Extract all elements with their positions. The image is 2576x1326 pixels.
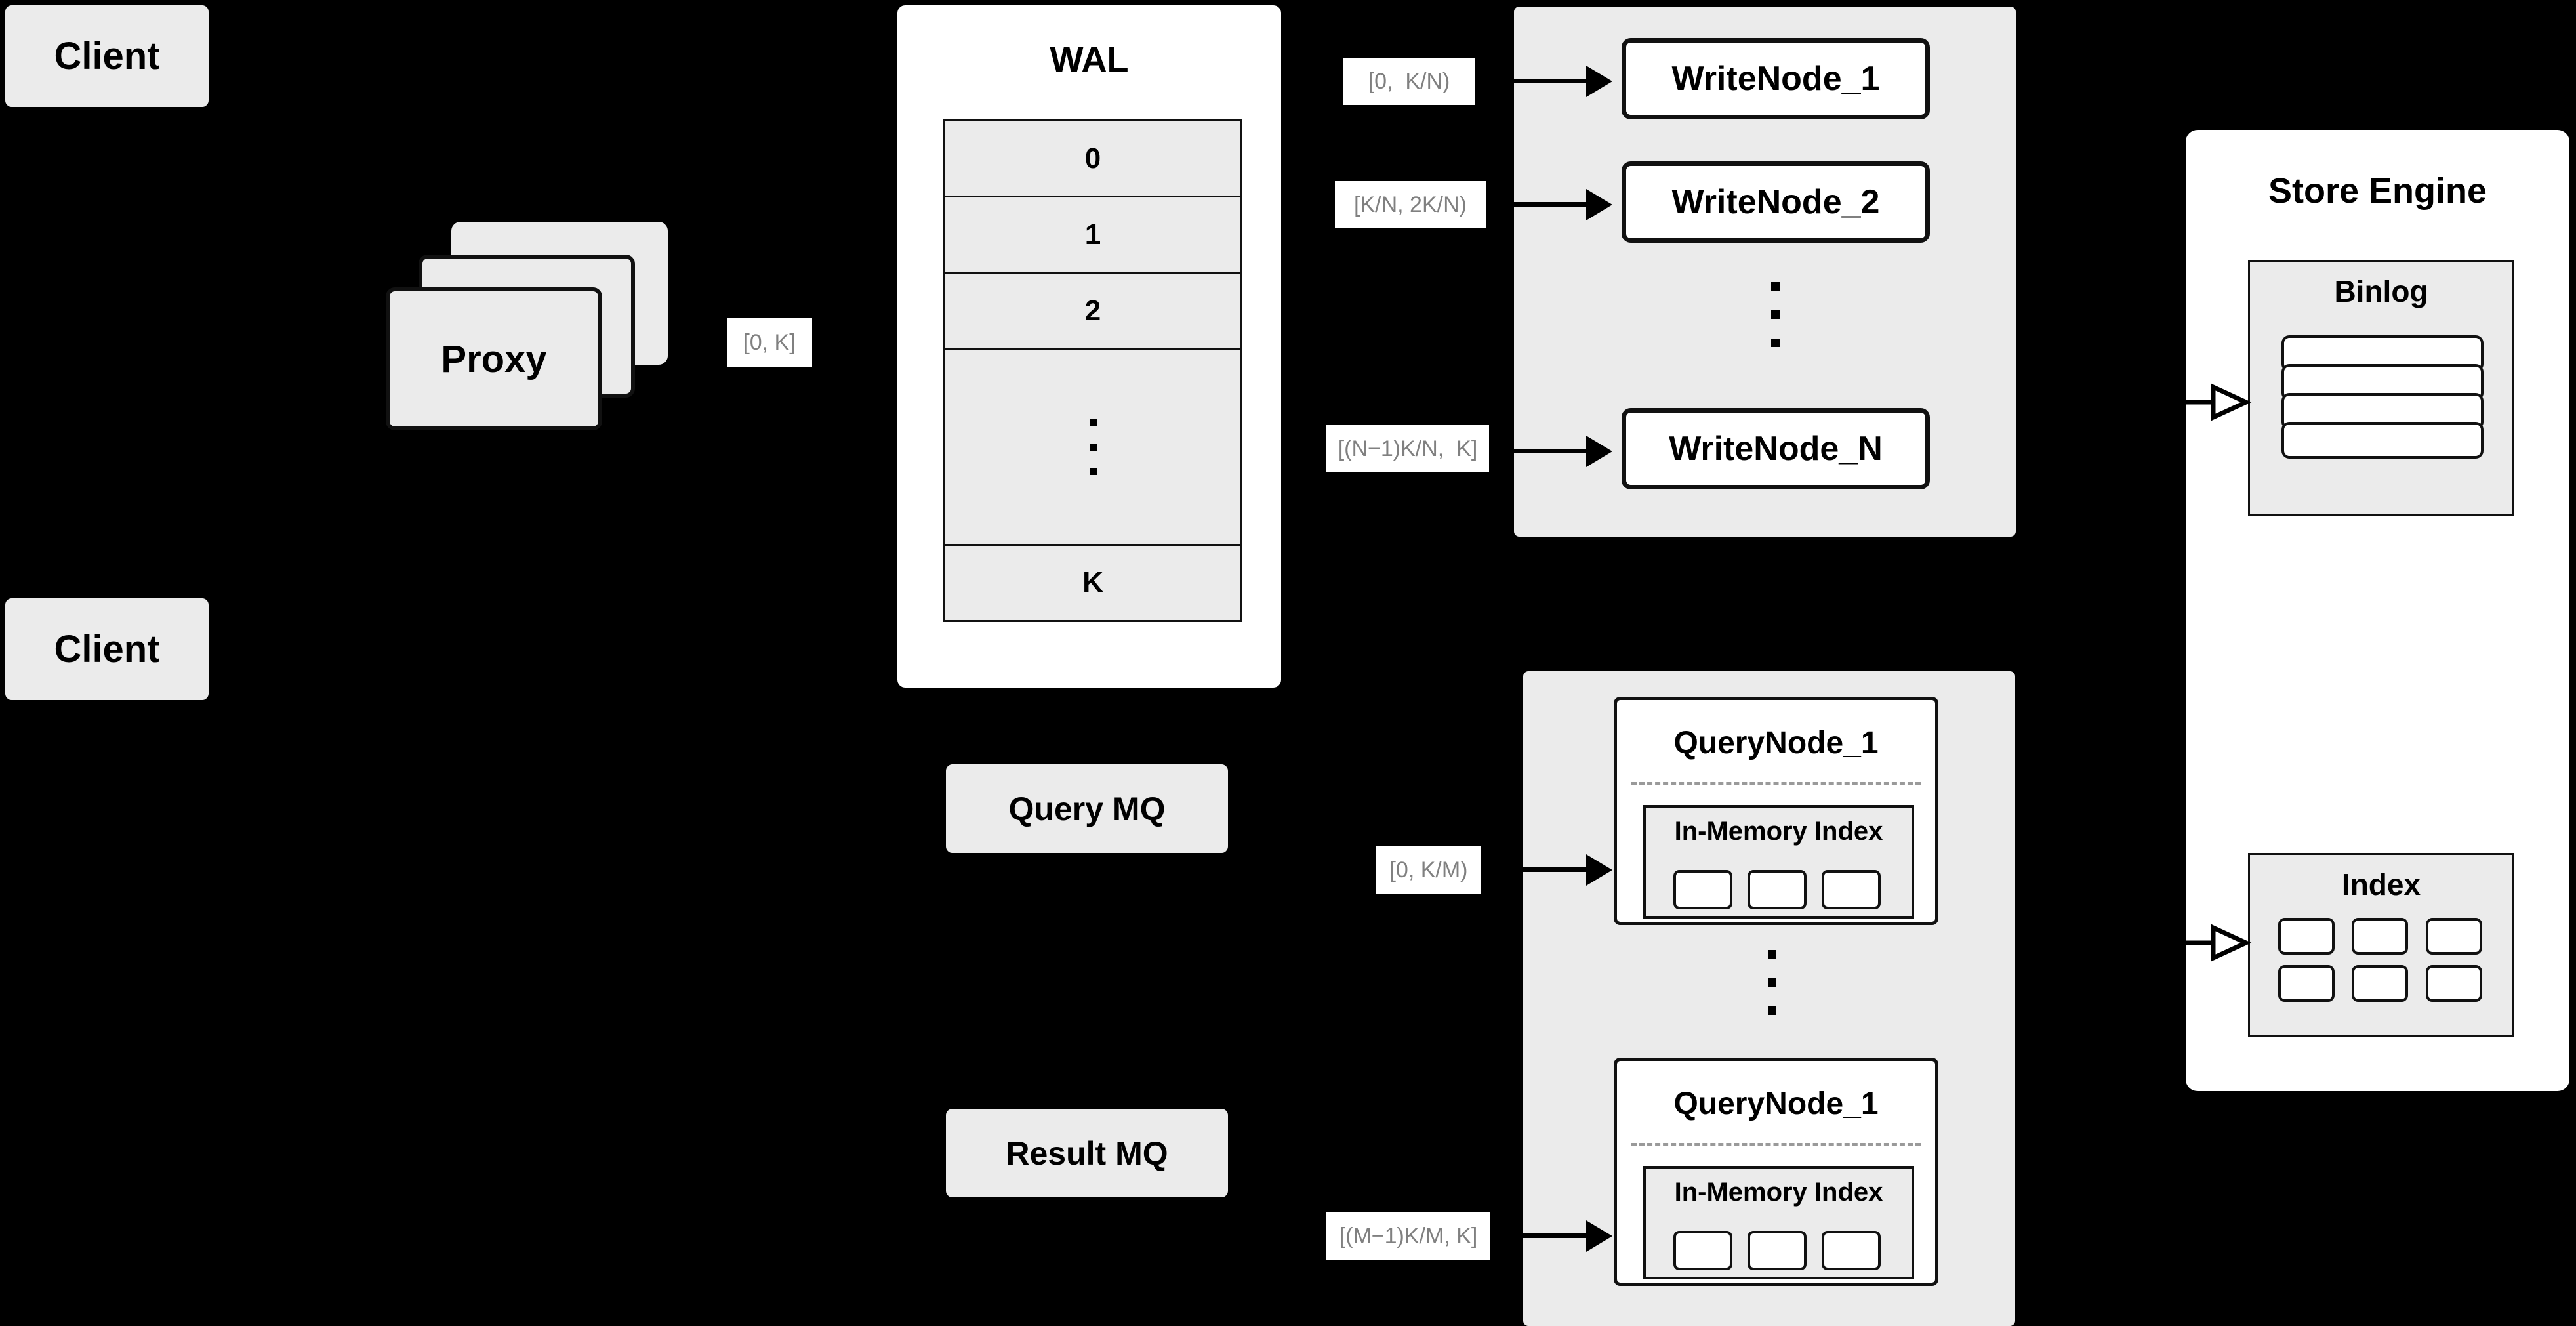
client-box-top[interactable]: Client (5, 5, 209, 107)
query-node-1-label: QueryNode_1 (1673, 726, 1879, 760)
write-node-n-label: WriteNode_N (1669, 430, 1883, 468)
index-cell (2278, 965, 2335, 1002)
binlog-panel: Binlog (2248, 260, 2514, 516)
imi-cell (1822, 870, 1881, 909)
index-cell (2426, 918, 2482, 955)
query-node-m-range-label: [(M−1)K/M, K] (1326, 1212, 1490, 1260)
query-node-m-arrow-line (1509, 1233, 1587, 1238)
index-title: Index (2341, 867, 2421, 901)
proxy-output-range-label: [0, K] (727, 318, 812, 367)
binlog-inbound-arrow (2183, 383, 2252, 421)
write-node-2-label: WriteNode_2 (1671, 183, 1880, 221)
store-engine-panel: Store Engine Binlog Index (2186, 130, 2569, 1091)
query-node-m-in-memory-index: In-Memory Index (1643, 1166, 1914, 1279)
index-cell (2426, 965, 2482, 1002)
index-cell (2352, 965, 2408, 1002)
index-cell (2352, 918, 2408, 955)
write-node-2-arrow-head (1586, 189, 1612, 220)
write-node-1-arrow-head (1586, 66, 1612, 97)
proxy-label: Proxy (441, 337, 547, 381)
query-mq-label: Query MQ (1008, 790, 1166, 827)
client-label-bottom: Client (54, 628, 160, 671)
wal-entry-0: 0 (945, 121, 1240, 198)
query-node-m[interactable]: QueryNode_1 In-Memory Index (1614, 1058, 1938, 1286)
binlog-segment (2281, 422, 2484, 459)
query-node-m-arrow-head (1586, 1220, 1612, 1252)
write-node-1-label: WriteNode_1 (1671, 60, 1880, 98)
query-node-1-arrow-line (1509, 867, 1587, 872)
imi-cell (1822, 1231, 1881, 1270)
write-node-2-range-label: [K/N, 2K/N) (1335, 181, 1486, 228)
write-node-ellipsis (1771, 282, 1780, 347)
query-node-m-label: QueryNode_1 (1673, 1087, 1879, 1121)
proxy-card-front[interactable]: Proxy (386, 287, 602, 430)
query-node-1-imi-title: In-Memory Index (1674, 817, 1883, 846)
result-mq-label: Result MQ (1006, 1134, 1168, 1172)
query-node-m-divider (1631, 1143, 1921, 1146)
wal-ellipsis (945, 350, 1240, 546)
binlog-title: Binlog (2334, 274, 2428, 308)
wal-table: 0 1 2 K (943, 119, 1242, 622)
query-node-ellipsis (1768, 950, 1776, 1015)
wal-title: WAL (1050, 40, 1129, 79)
write-node-n-range-label: [(N−1)K/N, K] (1326, 425, 1489, 472)
wal-entry-1: 1 (945, 197, 1240, 274)
imi-cell (1673, 1231, 1732, 1270)
wal-entry-last: K (945, 545, 1240, 621)
query-node-1-range-label: [0, K/M) (1376, 846, 1481, 894)
wal-entry-2: 2 (945, 274, 1240, 350)
index-inbound-arrow (2183, 924, 2252, 962)
imi-cell (1748, 870, 1807, 909)
query-mq-box[interactable]: Query MQ (946, 764, 1228, 853)
write-node-2[interactable]: WriteNode_2 (1622, 161, 1930, 243)
query-node-1-arrow-head (1586, 854, 1612, 886)
write-node-1[interactable]: WriteNode_1 (1622, 38, 1930, 119)
index-cell (2278, 918, 2335, 955)
index-panel: Index (2248, 853, 2514, 1037)
write-node-1-arrow-line (1509, 79, 1587, 83)
query-node-m-imi-title: In-Memory Index (1674, 1178, 1883, 1207)
write-node-n-arrow-head (1586, 436, 1612, 467)
write-node-2-arrow-line (1509, 202, 1587, 207)
imi-cell (1673, 870, 1732, 909)
write-node-n-arrow-line (1509, 449, 1587, 453)
imi-cell (1748, 1231, 1807, 1270)
write-node-n[interactable]: WriteNode_N (1622, 408, 1930, 489)
query-node-1[interactable]: QueryNode_1 In-Memory Index (1614, 697, 1938, 925)
result-mq-box[interactable]: Result MQ (946, 1109, 1228, 1197)
query-node-1-divider (1631, 782, 1921, 785)
write-node-1-range-label: [0, K/N) (1343, 58, 1475, 105)
client-label-top: Client (54, 35, 160, 77)
client-box-bottom[interactable]: Client (5, 598, 209, 700)
store-engine-title: Store Engine (2268, 171, 2487, 211)
query-node-1-in-memory-index: In-Memory Index (1643, 805, 1914, 919)
